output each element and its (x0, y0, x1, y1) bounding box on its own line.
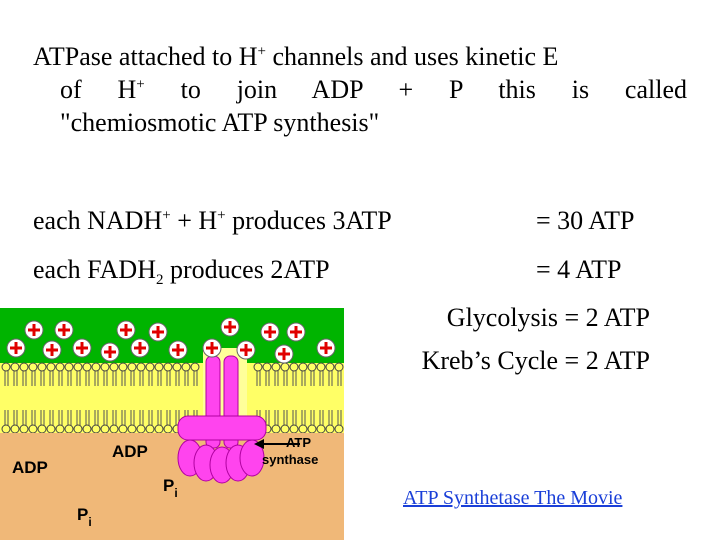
fadh-line: each FADH2 produces 2ATP (33, 255, 330, 289)
label-adp-mid: ADP (112, 442, 148, 461)
proton-plus-v (80, 342, 84, 354)
proton-plus-v (282, 348, 286, 360)
intro-line-1: ATPase attached to H+ channels and uses … (33, 42, 559, 71)
proton-plus-v (156, 326, 160, 338)
nadh-total: = 30 ATP (536, 206, 635, 235)
krebs-line: Kreb’s Cycle = 2 ATP (421, 346, 650, 375)
intro-paragraph: ATPase attached to H+ channels and uses … (33, 40, 687, 139)
intro-line-2: of H+ to join ADP + P this is called (60, 75, 688, 104)
mitochondrial-matrix (0, 433, 344, 540)
label-atp: ATP (286, 435, 311, 450)
membrane-band (0, 363, 344, 433)
synthase-head (177, 439, 265, 484)
label-synthase: synthase (262, 452, 318, 467)
proton-plus-signs (6, 317, 336, 364)
fadh-total: = 4 ATP (536, 255, 622, 284)
pointer-arrow-head (254, 439, 264, 449)
proton-plus-v (268, 326, 272, 338)
glycolysis-line: Glycolysis = 2 ATP (446, 303, 650, 332)
proton-plus-v (244, 344, 248, 356)
atp-synthase-diagram: ADP ADP Pi Pi ATP synthase (0, 308, 344, 540)
proton-plus-v (228, 321, 232, 333)
label-adp-left: ADP (12, 458, 48, 477)
intro-line-3: "chemiosmotic ATP synthesis" (60, 108, 380, 137)
label-pi-low: Pi (77, 505, 92, 529)
proton-plus-v (324, 342, 328, 354)
proton-plus-v (62, 324, 66, 336)
proton-plus-v (32, 324, 36, 336)
proton-plus-v (50, 344, 54, 356)
nadh-line: each NADH+ + H+ produces 3ATP (33, 206, 392, 235)
label-pi-mid: Pi (163, 476, 178, 500)
synthase-membrane-unit (177, 415, 267, 441)
proton-plus-v (138, 342, 142, 354)
atp-movie-link[interactable]: ATP Synthetase The Movie (403, 487, 623, 509)
proton-plus-v (294, 326, 298, 338)
proton-plus-v (14, 342, 18, 354)
proton-plus-v (176, 344, 180, 356)
proton-plus-v (210, 342, 214, 354)
proton-plus-v (124, 324, 128, 336)
proton-plus-v (108, 346, 112, 358)
